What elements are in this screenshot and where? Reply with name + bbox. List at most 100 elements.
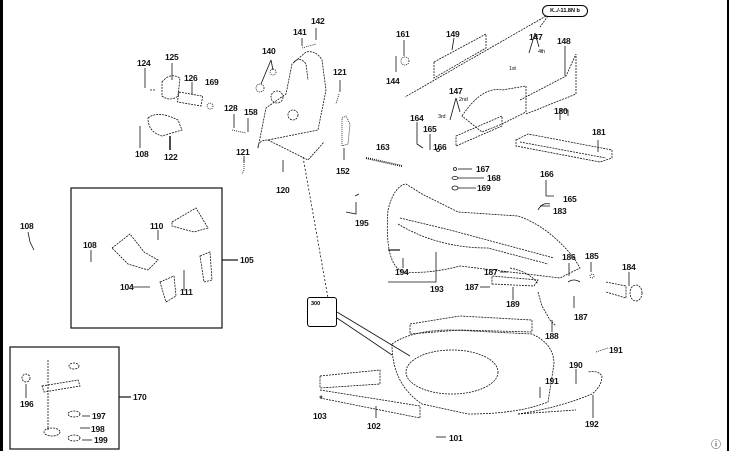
info-symbol: ⓘ (711, 440, 721, 451)
leader-147-mid (449, 97, 461, 121)
leader-193 (388, 252, 437, 283)
part-label-124: 124 (137, 58, 151, 68)
part-label-167: 167 (476, 164, 490, 174)
leader-120-detail (302, 156, 329, 299)
part-label-108: 108 (135, 149, 149, 159)
part-label-158: 158 (244, 107, 258, 117)
part-195 (345, 193, 360, 215)
part-161 (400, 56, 410, 66)
part-180 (559, 109, 569, 120)
part-168 (451, 176, 459, 180)
leader-pill-b (539, 15, 549, 28)
part-label-195: 195 (355, 218, 369, 228)
part-165-183 (537, 195, 554, 211)
part-label-104: 104 (120, 282, 134, 292)
group-box-105 (70, 187, 223, 329)
part-label-120: 120 (276, 185, 290, 195)
part-label-110: 110 (150, 221, 164, 231)
part-184-knob (605, 281, 643, 302)
part-label-197: 197 (92, 411, 106, 421)
part-label-126: 126 (184, 73, 198, 83)
detail-inset-label: 300 (311, 301, 321, 307)
part-label-140: 140 (262, 46, 276, 56)
part-label-161: 161 (396, 29, 410, 39)
part-192-arm (517, 371, 603, 415)
part-label-108-left: 108 (20, 221, 34, 231)
part-163 (365, 157, 403, 167)
part-label-166: 166 (433, 142, 447, 152)
part-label-128: 128 (224, 103, 238, 113)
revision-pill: K../-11.8N b (542, 5, 588, 17)
part-label-147a: 147 (529, 32, 543, 42)
part-label-141: 141 (293, 27, 307, 37)
part-167 (453, 167, 457, 171)
part-label-152: 152 (336, 166, 350, 176)
part-label-192: 192 (585, 419, 599, 429)
part-label-147b: 147 (449, 86, 463, 96)
part-label-164: 164 (410, 113, 424, 123)
part-label-111: 111 (180, 287, 193, 297)
part-label-165: 165 (423, 124, 437, 134)
part-base (319, 315, 555, 419)
leader-detail-base (336, 311, 411, 357)
part-128-158 (231, 114, 249, 134)
detail-inset-300: 300 (307, 297, 337, 327)
part-label-147-4th: 4th (538, 49, 546, 55)
part-label-191b: 191 (545, 376, 559, 386)
part-label-169: 169 (205, 77, 219, 87)
part-label-105: 105 (240, 255, 254, 265)
part-label-125: 125 (165, 52, 179, 62)
part-label-183: 183 (553, 206, 567, 216)
leader-191a (595, 347, 609, 353)
part-141-142 (301, 28, 317, 49)
part-185 (589, 273, 595, 279)
leader-pill-a (404, 15, 547, 98)
part-label-185: 185 (585, 251, 599, 261)
part-label-170: 170 (133, 392, 147, 402)
part-label-188: 188 (545, 331, 559, 341)
part-label-190: 190 (569, 360, 583, 370)
part-164 (416, 122, 424, 149)
right-border (727, 0, 729, 451)
part-181-rail (515, 133, 613, 163)
part-label-168: 168 (487, 173, 501, 183)
part-152 (341, 115, 351, 160)
group-box-170 (9, 346, 120, 450)
part-label-191a: 191 (609, 345, 623, 355)
part-label-187b: 187 (465, 282, 479, 292)
part-label-184: 184 (622, 262, 636, 272)
part-label-147-1st: 1st (509, 66, 516, 72)
left-border (0, 0, 3, 451)
part-label-163: 163 (376, 142, 390, 152)
part-169 (451, 185, 459, 191)
part-label-199: 199 (94, 435, 108, 445)
part-label-147-3rd: 3rd (438, 114, 446, 120)
part-label-147-2nd: 2nd (459, 97, 468, 103)
part-108-left (27, 231, 35, 251)
part-121-right (335, 80, 341, 105)
part-label-196: 196 (20, 399, 34, 409)
part-label-165b: 165 (563, 194, 577, 204)
part-149-fence (433, 33, 487, 79)
part-label-101: 101 (449, 433, 463, 443)
part-label-144: 144 (386, 76, 400, 86)
part-label-189: 189 (506, 299, 520, 309)
part-label-149: 149 (446, 29, 460, 39)
part-193-guard (387, 183, 581, 279)
part-140 (255, 59, 277, 93)
leader-147-top (528, 32, 540, 54)
part-120-head (257, 51, 327, 161)
part-label-194: 194 (395, 267, 409, 277)
part-188 (537, 291, 557, 327)
part-122-108 (139, 114, 183, 150)
part-186 (567, 279, 581, 283)
part-126 (176, 82, 214, 110)
group-170-parts (21, 360, 81, 442)
part-189-arm (491, 267, 539, 287)
part-label-198: 198 (91, 424, 105, 434)
part-121 (241, 156, 245, 175)
part-label-187a: 187 (484, 267, 498, 277)
part-label-148: 148 (557, 36, 571, 46)
